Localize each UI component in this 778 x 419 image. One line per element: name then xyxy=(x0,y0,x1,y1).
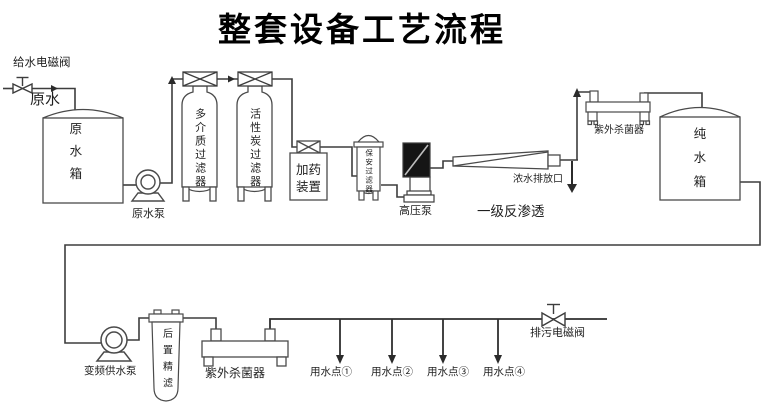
ro-stage-label: 一级反渗透 xyxy=(477,204,545,219)
uv-sterilizer-bottom-shape xyxy=(201,328,289,367)
pure-tank-label: 纯水箱 xyxy=(691,127,706,199)
filter-valve-icons xyxy=(182,71,273,87)
flow-arrow-icons xyxy=(51,75,581,364)
raw-water-pump-shape xyxy=(130,169,166,202)
raw-water-tank-shape xyxy=(42,108,124,204)
distribution-line xyxy=(269,318,607,357)
use-point-2-label: 用水点② xyxy=(371,367,413,378)
hp-pump-label: 高压泵 xyxy=(399,205,432,217)
dosing-device-label: 加药装置 xyxy=(295,163,321,194)
concentrate-outlet-label: 浓水排放口 xyxy=(513,174,563,185)
uv-sterilizer-bottom-label: 紫外杀菌器 xyxy=(205,366,266,380)
dosing-device-shape xyxy=(289,140,328,201)
raw-pump-label: 原水泵 xyxy=(132,208,165,220)
post-filter-label: 后置精滤 xyxy=(160,328,172,394)
use-point-1-label: 用水点① xyxy=(310,367,352,378)
vfd-supply-pump-shape xyxy=(95,326,133,362)
ro-membrane-shape xyxy=(452,150,561,170)
carbon-filter-shape xyxy=(236,85,273,202)
raw-water-label: 原水 xyxy=(30,92,61,108)
multimedia-filter-shape xyxy=(181,85,218,202)
feed-valve-label: 给水电磁阀 xyxy=(13,57,71,69)
uv-sterilizer-top-shape xyxy=(585,90,651,126)
drain-solenoid-valve-icon xyxy=(541,303,566,328)
security-filter-label: 保安过滤器 xyxy=(364,149,374,194)
drain-valve-label: 排污电磁阀 xyxy=(530,327,585,339)
high-pressure-pump-shape xyxy=(402,142,435,203)
post-filter-shape xyxy=(148,309,184,402)
use-point-4-label: 用水点④ xyxy=(483,367,525,378)
pure-water-tank-shape xyxy=(659,106,741,201)
uv-sterilizer-top-label: 紫外杀菌器 xyxy=(594,125,644,136)
vfd-pump-label: 变频供水泵 xyxy=(84,366,137,377)
raw-tank-label: 原水箱 xyxy=(67,122,82,190)
use-point-3-label: 用水点③ xyxy=(427,367,469,378)
security-filter-shape xyxy=(353,134,384,201)
multimedia-filter-label: 多介质过滤器 xyxy=(193,108,206,189)
feed-solenoid-valve-icon xyxy=(12,76,33,95)
page-title: 整套设备工艺流程 xyxy=(218,13,506,49)
carbon-filter-label: 活性炭过滤器 xyxy=(248,108,261,189)
pipe-network xyxy=(3,78,761,344)
